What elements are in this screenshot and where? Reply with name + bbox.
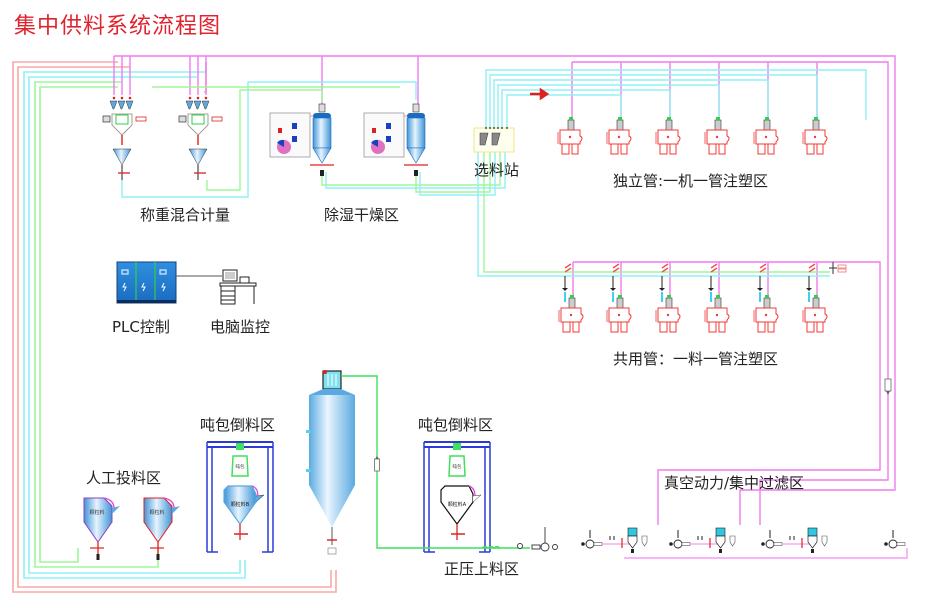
vacuum-pump-unit[interactable]	[884, 530, 906, 549]
label-independent-pipe: 独立管:一机一管注塑区	[613, 172, 769, 190]
shared-pipe-valve[interactable]	[757, 263, 767, 302]
label-selection-station: 选料站	[474, 161, 520, 179]
label-plc: PLC控制	[112, 318, 170, 336]
shared-pipe-valve[interactable]	[659, 263, 669, 302]
vacuum-line-shared	[573, 261, 881, 525]
shared-end-valve	[829, 262, 847, 274]
vacuum-line-main	[114, 55, 896, 525]
positive-pressure-line	[341, 375, 530, 549]
pipe-pink-2	[17, 66, 332, 588]
label-weighing-mixing: 称重混合计量	[140, 206, 231, 224]
injection-machine-independent[interactable]	[802, 117, 828, 155]
vacuum-pump-unit[interactable]	[761, 527, 828, 553]
weighing-mixer[interactable]	[102, 96, 147, 180]
flow-arrow-icon	[530, 87, 550, 101]
manual-feeding-hopper[interactable]: 颗粒料	[83, 497, 120, 560]
weighing-mixer[interactable]	[178, 96, 223, 180]
selection-station[interactable]	[473, 127, 515, 153]
pipe-green-2	[39, 86, 118, 563]
vacuum-line-independent	[572, 61, 889, 525]
vacuum-pump-unit[interactable]	[581, 527, 648, 553]
label-ton-bag-right: 吨包倒料区	[418, 416, 494, 434]
ton-bag-stations: 吨包 颗粒料B 吨包 颗粒料A	[206, 441, 491, 553]
label-positive-pressure: 正压上料区	[444, 560, 520, 578]
manual-feeding-hoppers: 颗粒料 颗粒料	[83, 497, 180, 560]
computer-station[interactable]	[219, 269, 257, 305]
injection-machine-independent[interactable]	[704, 117, 730, 155]
svg-text:颗粒料B: 颗粒料B	[231, 501, 250, 508]
injection-machine-shared[interactable]	[753, 295, 779, 333]
injection-machine-shared[interactable]	[802, 295, 828, 333]
shared-pipe-valves	[562, 263, 816, 302]
pressure-check-valve	[374, 456, 380, 472]
shared-pipe-valve[interactable]	[562, 263, 572, 302]
label-ton-bag-left: 吨包倒料区	[200, 416, 276, 434]
vacuum-pump-unit[interactable]	[669, 527, 736, 553]
pipe-cyan-2	[28, 76, 241, 574]
plc-cabinet[interactable]	[116, 261, 177, 304]
ton-bag-station[interactable]: 吨包 颗粒料B	[206, 441, 274, 553]
vacuum-filter-indicator	[884, 378, 892, 395]
label-drying: 除湿干燥区	[324, 206, 400, 224]
shared-pipe-valve[interactable]	[806, 263, 816, 302]
injection-machine-shared[interactable]	[655, 295, 681, 333]
diagram-title: 集中供料系统流程图	[14, 14, 222, 39]
weighing-mixers	[102, 96, 223, 180]
svg-text:颗粒料A: 颗粒料A	[448, 501, 467, 508]
label-vacuum-filter: 真空动力/集中过滤区	[664, 474, 805, 492]
shared-machines	[558, 295, 828, 333]
independent-machines	[557, 117, 828, 155]
manual-feeding-hopper[interactable]: 颗粒料	[143, 497, 180, 560]
label-shared-pipe: 共用管：一料一管注塑区	[613, 350, 779, 368]
label-manual-feeding: 人工投料区	[86, 469, 162, 487]
ton-bag-station[interactable]: 吨包 颗粒料A	[423, 441, 491, 553]
shared-pipe-valve[interactable]	[610, 263, 620, 302]
shared-pipe-valve[interactable]	[708, 263, 718, 302]
svg-text:颗粒料: 颗粒料	[89, 509, 104, 516]
injection-machine-shared[interactable]	[606, 295, 632, 333]
svg-text:吨包: 吨包	[453, 463, 462, 470]
injection-machine-independent[interactable]	[753, 117, 779, 155]
injection-machine-independent[interactable]	[655, 117, 681, 155]
injection-machine-shared[interactable]	[704, 295, 730, 333]
blower-unit	[517, 527, 558, 552]
drying-hopper[interactable]	[363, 103, 428, 176]
svg-text:吨包: 吨包	[236, 463, 245, 470]
injection-machine-independent[interactable]	[557, 117, 583, 155]
pipe-green-1	[34, 81, 159, 568]
injection-machine-shared[interactable]	[558, 295, 584, 333]
vacuum-units	[581, 527, 906, 553]
pipe-pink-outer	[12, 61, 337, 593]
storage-silo[interactable]	[306, 370, 355, 555]
injection-machine-independent[interactable]	[606, 117, 632, 155]
svg-text:颗粒料: 颗粒料	[149, 509, 164, 516]
drying-units	[269, 103, 428, 176]
label-computer: 电脑监控	[210, 318, 271, 336]
drying-hopper[interactable]	[269, 103, 334, 176]
